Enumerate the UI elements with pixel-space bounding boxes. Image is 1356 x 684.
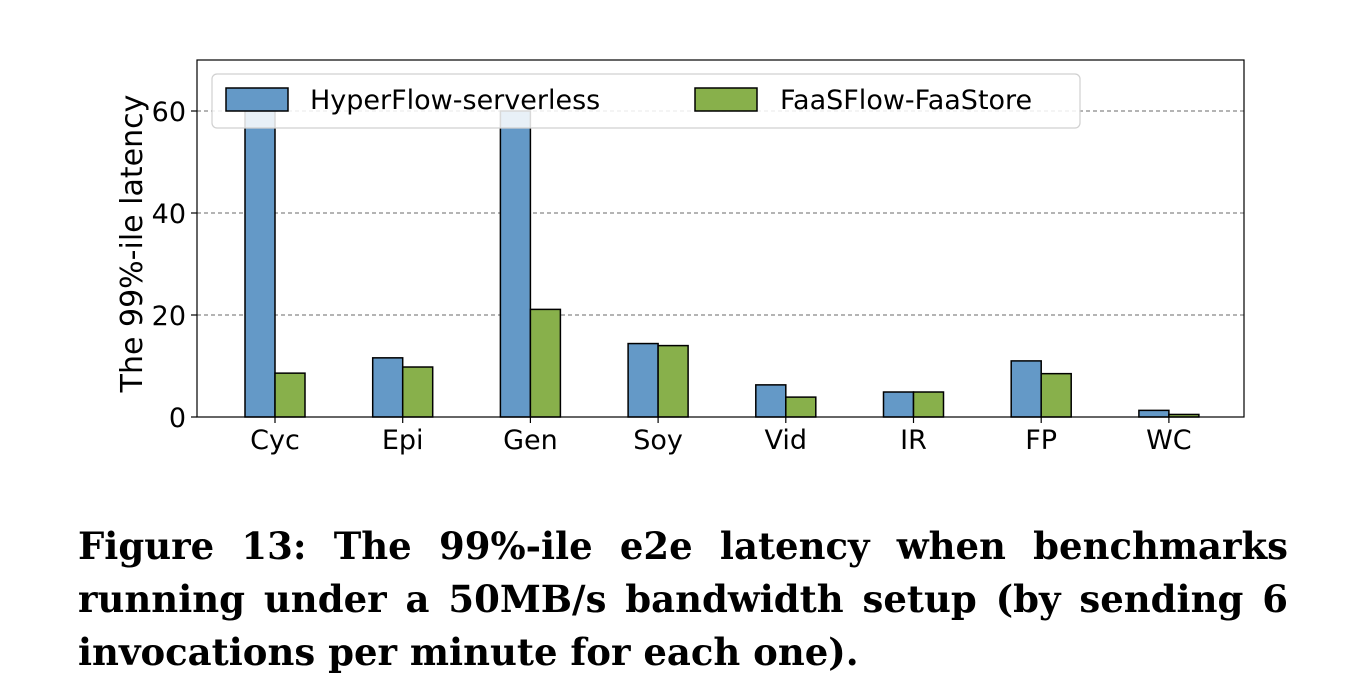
bar-soy-2: [657, 344, 689, 418]
y-axis-label: The 99%-ile latency: [115, 95, 150, 394]
bar-gen-1: [499, 110, 532, 418]
bar-chart: 0 20 40 60 Cyc Epi Gen Soy Vid IR FP WC The 99%-il…: [115, 59, 1245, 456]
y-tick-label: 40: [152, 199, 186, 230]
plot-frame: [196, 59, 1245, 418]
bar-fp-2: [1040, 372, 1072, 418]
x-tick-label: Soy: [633, 425, 683, 456]
x-tick-label: Cyc: [250, 425, 300, 456]
bar-wc-1: [1138, 409, 1170, 418]
x-tick-label: Epi: [382, 425, 424, 456]
bar-vid-1: [755, 384, 787, 418]
bar-soy-1: [627, 342, 659, 418]
bars: [244, 110, 1200, 418]
legend-label: FaaSFlow-FaaStore: [780, 85, 1032, 116]
y-axis: 0 20 40 60: [152, 97, 197, 434]
bar-ir-1: [882, 391, 915, 418]
x-axis: Cyc Epi Gen Soy Vid IR FP WC: [250, 417, 1192, 456]
bar-epi-1: [371, 357, 404, 418]
bar-cyc-1: [244, 110, 276, 418]
bar-gen-2: [529, 308, 562, 418]
x-tick-label: IR: [900, 425, 927, 456]
bar-fp-1: [1010, 360, 1042, 418]
legend: HyperFlow-serverless FaaSFlow-FaaStore: [211, 73, 1081, 129]
legend-swatch: [694, 87, 758, 112]
y-tick-label: 0: [169, 403, 186, 434]
legend-swatch: [225, 87, 289, 112]
y-tick-label: 20: [152, 301, 186, 332]
x-tick-label: WC: [1146, 425, 1192, 456]
bar-ir-2: [912, 391, 945, 418]
legend-box: [211, 73, 1081, 129]
bar-vid-2: [785, 396, 817, 418]
x-tick-label: Gen: [503, 425, 558, 456]
x-tick-label: FP: [1025, 425, 1057, 456]
bar-cyc-2: [274, 372, 306, 418]
figure-caption: Figure 13: The 99%-ile e2e latency when …: [78, 524, 1288, 674]
legend-label: HyperFlow-serverless: [310, 85, 600, 116]
bar-epi-2: [401, 366, 434, 418]
x-tick-label: Vid: [765, 425, 808, 456]
y-tick-label: 60: [152, 97, 186, 128]
gridlines: [197, 110, 1244, 316]
